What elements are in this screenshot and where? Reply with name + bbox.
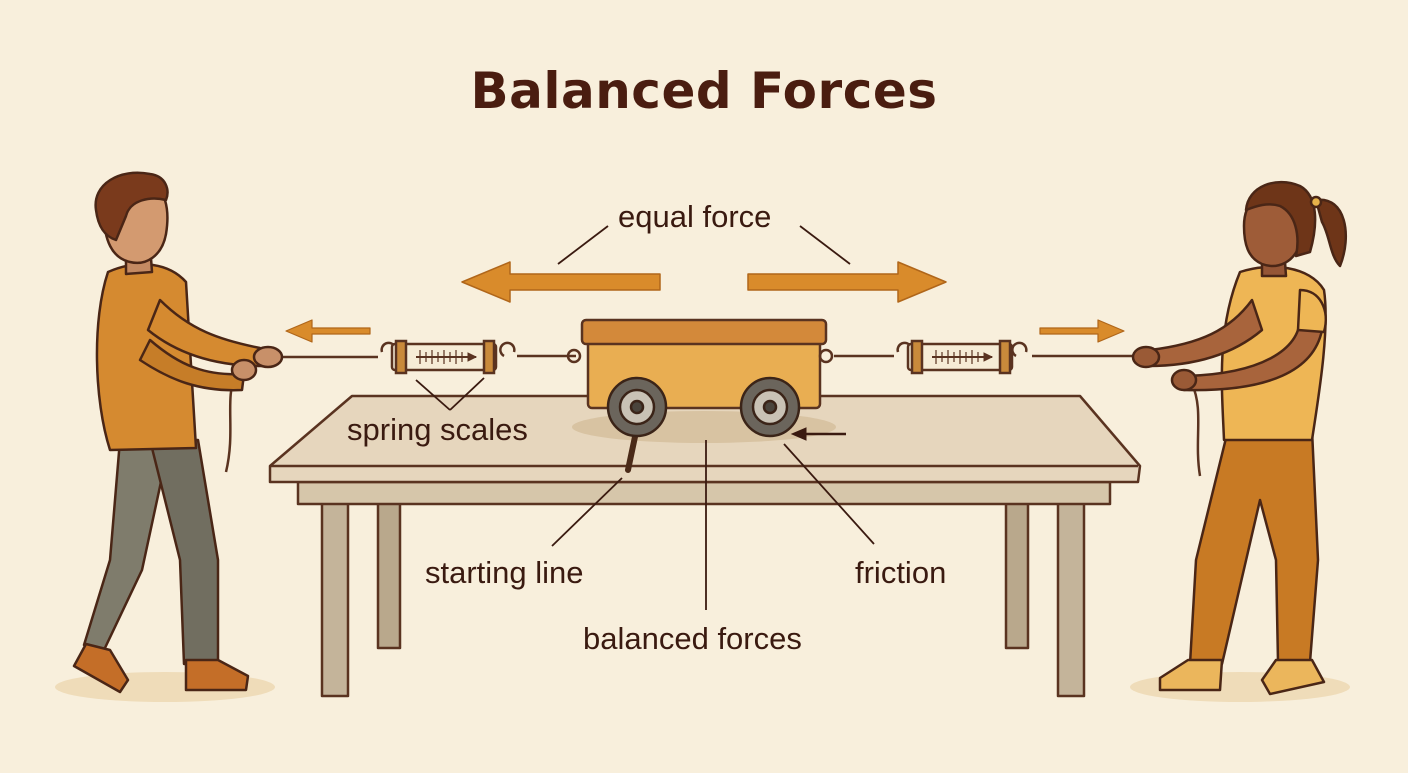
starting-line-mark — [625, 429, 639, 473]
label-balanced-forces: balanced forces — [583, 621, 802, 656]
page-title: Balanced Forces — [470, 62, 938, 120]
label-friction: friction — [855, 555, 947, 590]
label-spring-scales: spring scales — [347, 412, 528, 447]
left-person — [72, 171, 284, 694]
cart-wheel-left — [606, 376, 668, 438]
arrow-big-right — [747, 261, 947, 303]
arrow-small-right — [1039, 319, 1125, 343]
friction-arrow — [790, 427, 846, 441]
spring-scale-right — [896, 339, 1028, 375]
right-person — [1131, 180, 1347, 696]
arrow-small-left — [285, 319, 371, 343]
cart-wheel-right — [739, 376, 801, 438]
spring-scale-left — [380, 339, 516, 375]
leader-lines — [415, 225, 875, 610]
label-starting-line: starting line — [425, 555, 584, 590]
arrow-big-left — [461, 261, 661, 303]
label-equal-force: equal force — [618, 199, 772, 234]
